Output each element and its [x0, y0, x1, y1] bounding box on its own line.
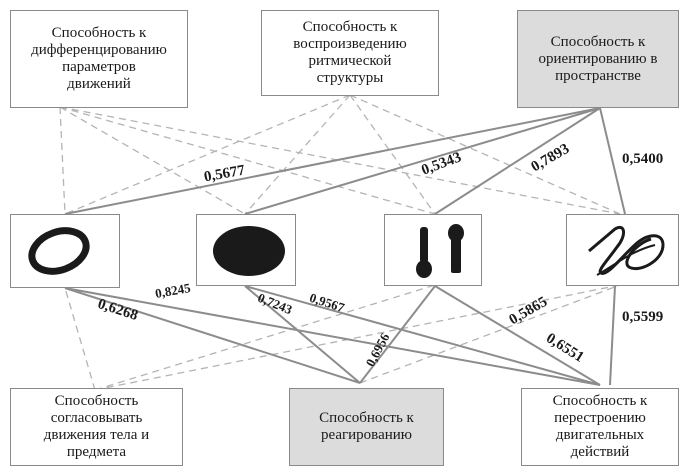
box-reaction: Способность к реагированию — [289, 388, 444, 466]
scribble-loops-icon — [588, 226, 665, 276]
box-body-object-coordination: Способность согласовывать движения тела … — [10, 388, 183, 466]
filled-oval-icon-box — [196, 214, 296, 286]
box-differentiation: Способность к дифференцированию параметр… — [10, 10, 188, 108]
key-spoon-icon-box — [384, 214, 482, 286]
filled-oval-icon — [213, 226, 285, 276]
box-spatial-orientation: Способность к ориентированию в пространс… — [517, 10, 679, 108]
box-rhythm-reproduction: Способность к воспроизведению ритмическо… — [261, 10, 439, 96]
ring-icon-box — [10, 214, 120, 288]
dashed-links — [59, 94, 621, 391]
box-action-rebuilding: Способность к перестроению двигательных … — [521, 388, 679, 466]
solid-links — [64, 107, 626, 386]
coefficient-label: 0,5599 — [622, 309, 664, 325]
ring-icon — [28, 227, 90, 275]
scribble-loops-icon-box — [566, 214, 679, 286]
key-spoon-icon — [416, 224, 464, 278]
coefficient-label: 0,5400 — [622, 151, 664, 167]
